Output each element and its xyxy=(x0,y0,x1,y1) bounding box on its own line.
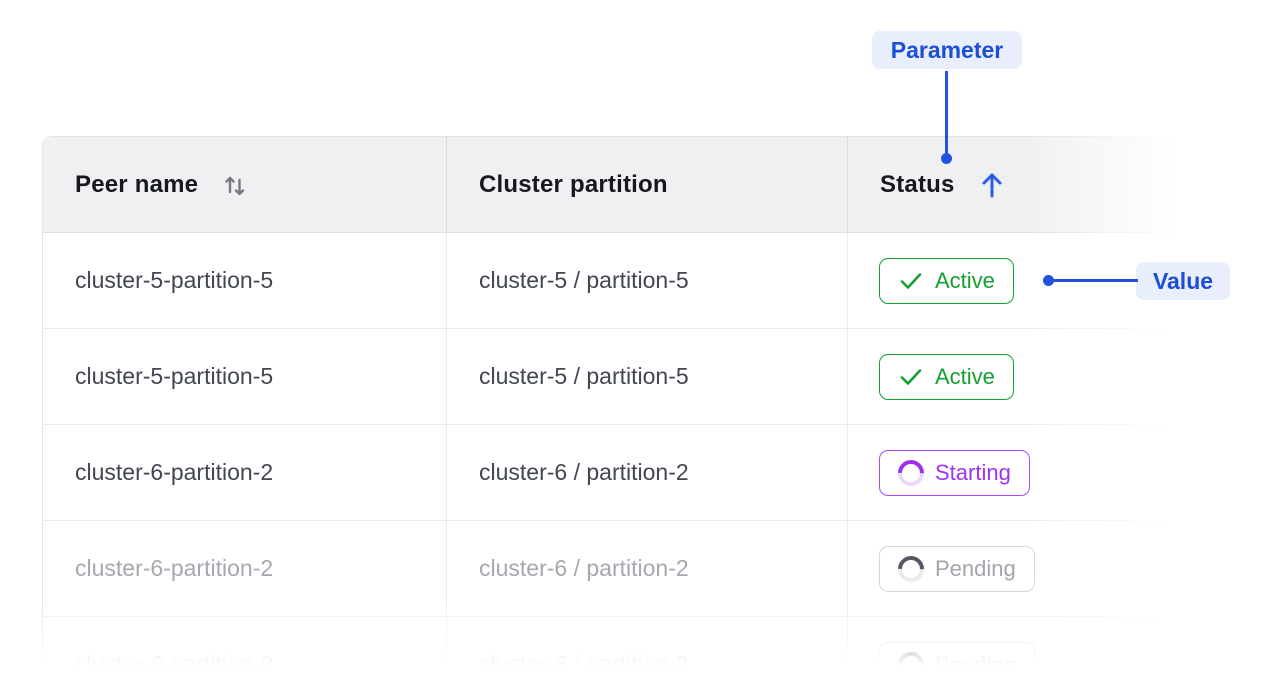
column-header-label: Status xyxy=(880,170,955,198)
status-badge-label: Active xyxy=(935,363,995,389)
spinner-icon xyxy=(892,454,930,491)
check-icon xyxy=(898,364,924,390)
cluster-partition-cell: cluster-6 / partition-2 xyxy=(447,425,848,520)
status-badge-pending: Pending xyxy=(879,545,1035,592)
bottom-fade-overlay xyxy=(0,592,1272,688)
status-cell: Active xyxy=(848,329,1272,424)
status-badge-active: Active xyxy=(879,353,1014,400)
cluster-partition-cell: cluster-5 / partition-5 xyxy=(447,329,848,424)
spinner-icon xyxy=(892,550,930,587)
sort-ascending-icon[interactable] xyxy=(979,170,1005,200)
status-cell: Pending xyxy=(848,521,1272,616)
check-icon xyxy=(898,268,924,294)
parameter-callout: Parameter xyxy=(872,31,1022,69)
peer-name-cell: cluster-6-partition-2 xyxy=(43,521,447,616)
status-cell: Starting xyxy=(848,425,1272,520)
peer-name-cell: cluster-6-partition-2 xyxy=(43,425,447,520)
cluster-partition-cell: cluster-5 / partition-5 xyxy=(447,233,848,328)
status-badge-label: Pending xyxy=(935,555,1016,581)
column-header-peer-name[interactable]: Peer name xyxy=(43,137,447,232)
peer-name-cell: cluster-5-partition-5 xyxy=(43,329,447,424)
parameter-connector-line xyxy=(945,71,948,153)
status-cell: Active xyxy=(848,233,1272,328)
right-fade-overlay xyxy=(1022,0,1272,688)
parameter-connector-dot xyxy=(941,153,952,164)
sort-both-icon[interactable] xyxy=(222,172,248,198)
peer-name-cell: cluster-5-partition-5 xyxy=(43,233,447,328)
cluster-partition-cell: cluster-6 / partition-2 xyxy=(447,521,848,616)
value-callout: Value xyxy=(1136,262,1230,300)
status-badge-label: Starting xyxy=(935,459,1011,485)
column-header-label: Cluster partition xyxy=(479,170,668,198)
column-header-status[interactable]: Status xyxy=(848,137,1272,232)
status-badge-active: Active xyxy=(879,257,1014,304)
value-connector-dot xyxy=(1043,275,1054,286)
value-connector-line xyxy=(1050,279,1138,282)
status-badge-label: Active xyxy=(935,267,995,293)
column-header-label: Peer name xyxy=(75,170,199,198)
status-badge-starting: Starting xyxy=(879,449,1030,496)
column-header-cluster-partition[interactable]: Cluster partition xyxy=(447,137,848,232)
